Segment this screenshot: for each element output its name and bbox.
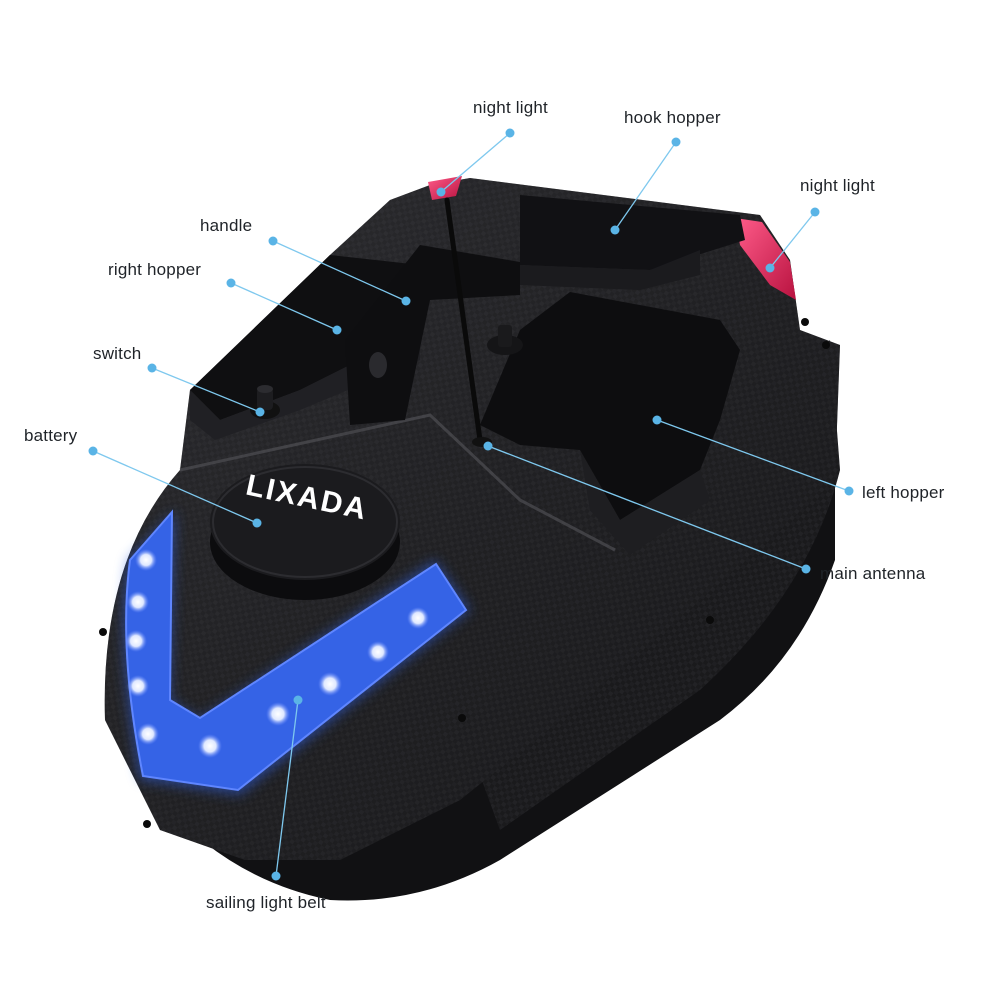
- callout-handle: handle: [200, 216, 253, 235]
- left-hopper: [480, 292, 740, 520]
- main-antenna: [444, 197, 483, 443]
- led-dots: [125, 549, 429, 758]
- callout-main-antenna: main antenna: [820, 564, 926, 583]
- hull-screws: [99, 318, 830, 828]
- callout-right-hopper: right hopper: [108, 260, 202, 279]
- hook-hopper: [520, 195, 745, 270]
- callout-battery: battery: [24, 426, 78, 445]
- callout-night-light-left: night light: [473, 98, 548, 117]
- callout-hook-hopper: hook hopper: [624, 108, 721, 127]
- right-hopper: [190, 255, 420, 420]
- night-light-right: [735, 218, 796, 300]
- callout-left-hopper: left hopper: [862, 483, 945, 502]
- callout-switch: switch: [93, 344, 142, 363]
- handle: [345, 245, 520, 425]
- callout-night-light-right: night light: [800, 176, 875, 195]
- battery-cover: [210, 464, 400, 600]
- callout-sailing-light-belt: sailing light belt: [206, 893, 326, 912]
- sailing-light-belt: [123, 509, 471, 795]
- callout-leaders: [88, 128, 854, 881]
